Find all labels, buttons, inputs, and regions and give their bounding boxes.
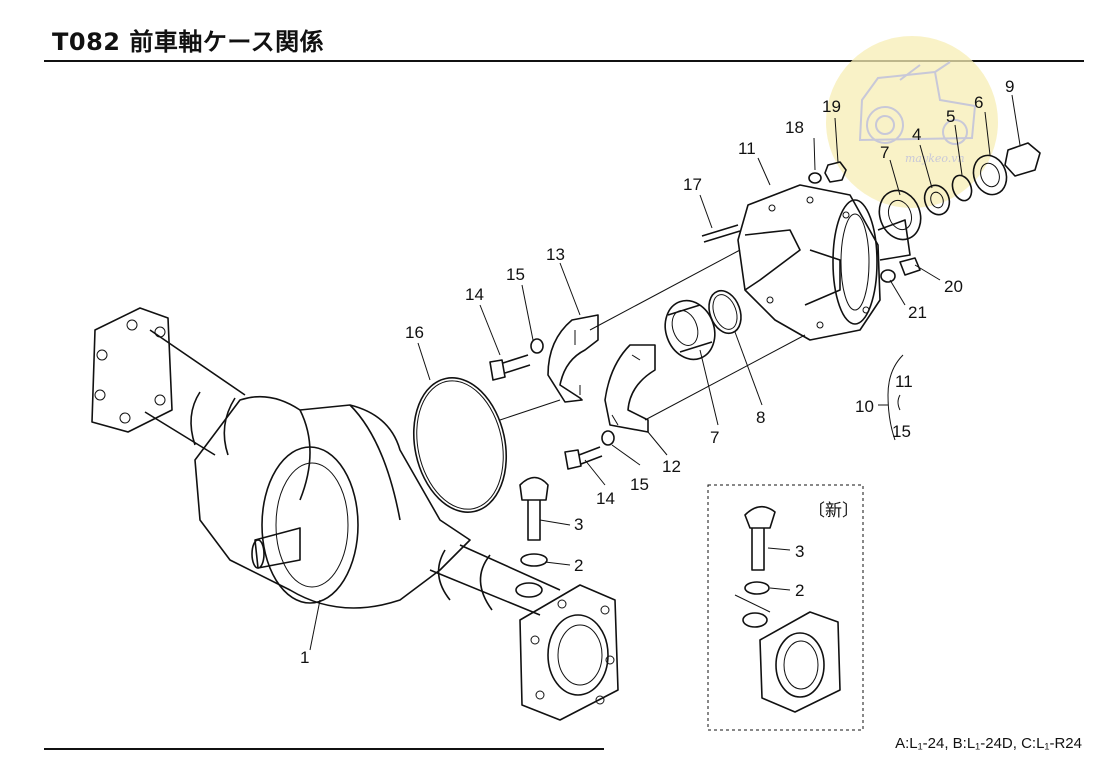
watermark-logo: maykeo.vn (826, 36, 998, 208)
inset-box (707, 484, 864, 731)
callout-2: 2 (574, 556, 583, 575)
inset-label: 〔新〕 (808, 501, 859, 521)
callout-9: 9 (1005, 77, 1014, 96)
callout-13: 13 (546, 245, 565, 264)
stud-17 (701, 224, 741, 243)
guide-line-lower (644, 334, 806, 421)
callout-3: 3 (574, 515, 583, 534)
drain-plug (515, 476, 549, 598)
callout-21: 21 (908, 303, 927, 322)
callout-17: 17 (683, 175, 702, 194)
callout-14-upper: 14 (465, 285, 484, 304)
callout-18: 18 (785, 118, 804, 137)
callout-1: 1 (300, 648, 309, 667)
callout-7-upper: 7 (880, 143, 889, 162)
bearing-cap-12 (604, 344, 656, 433)
title-rule (44, 60, 1084, 62)
bearing-cap-13 (547, 314, 599, 403)
callout-4: 4 (912, 125, 921, 144)
range-bracket (887, 354, 904, 441)
ring-8 (708, 289, 742, 335)
callout-19: 19 (822, 97, 841, 116)
bolt-14-upper (489, 338, 544, 381)
callout-12: 12 (662, 457, 681, 476)
callout-10: 10 (855, 397, 874, 416)
bottom-rule (44, 748, 604, 750)
callout-11-range: 11 (895, 372, 913, 391)
callout-2-inset: 2 (795, 581, 804, 600)
callout-15-upper: 15 (506, 265, 525, 284)
knuckle-housing (737, 184, 911, 341)
callout-3-inset: 3 (795, 542, 804, 561)
upper-bearing-stack (808, 142, 1041, 283)
callout-11-main: 11 (738, 139, 756, 158)
callout-8: 8 (756, 408, 765, 427)
bolt-14-lower (564, 430, 615, 470)
callout-15-range: 15 (892, 422, 911, 441)
o-ring (412, 377, 508, 513)
callout-15-lower: 15 (630, 475, 649, 494)
callout-7-lower: 7 (710, 428, 719, 447)
callout-5: 5 (946, 107, 955, 126)
callout-labels: 1 2 3 4 5 6 7 7 8 9 10 11 11 12 13 14 14… (300, 77, 1014, 667)
model-footer: A:L₁-24, B:L₁-24D, C:L₁-R24 (895, 735, 1082, 752)
callout-20: 20 (944, 277, 963, 296)
leader-lines (309, 94, 1021, 651)
callout-14-lower: 14 (596, 489, 615, 508)
callout-6: 6 (974, 93, 983, 112)
page-title: T082 前車軸ケース関係 (52, 28, 325, 56)
callout-16: 16 (405, 323, 424, 342)
watermark-text: maykeo.vn (905, 152, 965, 165)
guide-line-upper (589, 249, 741, 331)
axle-case (91, 307, 619, 721)
guide-line-oring (499, 399, 561, 421)
